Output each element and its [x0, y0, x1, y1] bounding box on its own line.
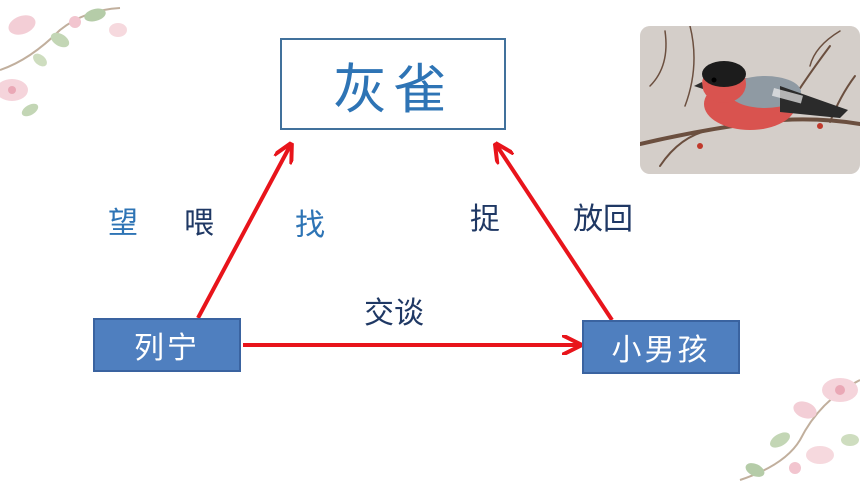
flower-decoration-icon	[739, 378, 860, 481]
verb-wang: 望	[108, 206, 138, 241]
flower-decoration-icon	[0, 7, 127, 117]
title-box: 灰雀	[280, 38, 506, 130]
node-little-boy: 小男孩	[582, 320, 740, 374]
verb-fanghui: 放回	[573, 202, 633, 237]
verb-zhuo: 捉	[470, 202, 500, 237]
verb-wei: 喂	[184, 206, 214, 241]
bullfinch-photo	[640, 26, 860, 174]
arrow-liening-to-sparrow	[196, 146, 290, 319]
verb-jiaotan: 交谈	[364, 296, 424, 331]
node-liening: 列宁	[93, 318, 241, 372]
arrow-boy-to-sparrow	[497, 146, 614, 322]
page-title: 灰雀	[333, 57, 453, 121]
verb-zhao: 找	[295, 208, 325, 243]
